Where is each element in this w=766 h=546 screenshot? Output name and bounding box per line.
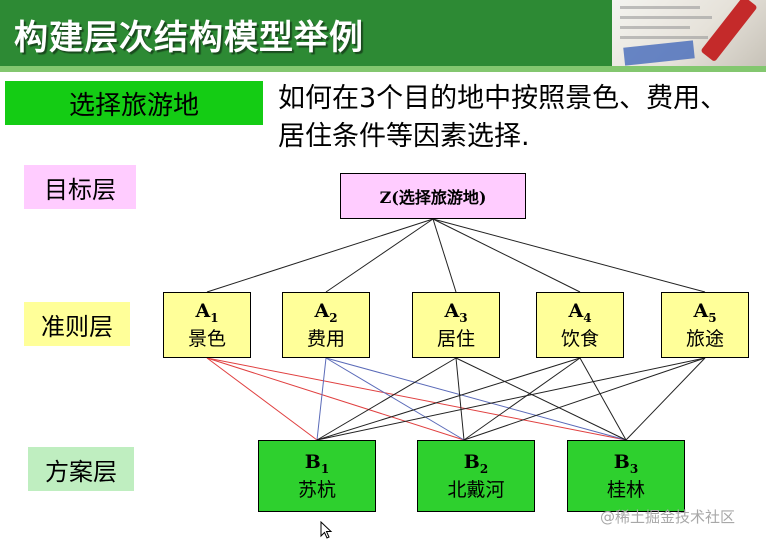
criterion-node-a3: A3 居住 [412,292,500,358]
criterion-name: 居住 [436,328,475,351]
question-text: 如何在3个目的地中按照景色、费用、居住条件等因素选择. [278,83,728,152]
alternative-code: B1 [304,450,330,476]
edge-a2-b1 [316,357,327,441]
alternative-node-b2: B2 北戴河 [417,440,535,512]
edge-goal-a5 [432,218,706,293]
edge-goal-a1 [206,218,434,293]
criterion-name: 景色 [187,328,226,351]
photo-text-line [620,36,708,39]
alternative-node-b1: B1 苏杭 [258,440,376,512]
alternative-name: 桂林 [606,479,645,502]
criterion-code: A1 [195,299,219,325]
edge-a5-b1 [316,357,706,441]
edge-a1-b3 [206,357,627,441]
edge-a1-b2 [206,357,465,441]
criterion-name: 费用 [306,328,345,351]
edge-a1-b1 [206,357,318,441]
criterion-node-a5: A5 旅途 [661,292,749,358]
edge-a5-b2 [463,357,706,441]
alternative-name: 苏杭 [297,479,336,502]
edge-a4-b1 [316,357,581,441]
goal-node: Z(选择旅游地) [340,173,526,219]
edge-a2-b3 [325,357,627,441]
edge-goal-a2 [325,218,434,293]
edge-goal-a4 [432,218,581,293]
edge-a2-b2 [325,357,465,441]
criterion-code: A2 [314,299,338,325]
criterion-node-a1: A1 景色 [163,292,251,358]
header-photo [612,0,766,66]
topic-label: 选择旅游地 [5,81,263,125]
title-bar: 构建层次结构模型举例 [0,0,766,66]
criterion-code: A5 [693,299,717,325]
watermark: @稀土掘金技术社区 [600,508,736,526]
edge-a3-b3 [455,357,627,441]
slide-title: 构建层次结构模型举例 [14,18,364,58]
edge-a4-b2 [463,357,581,441]
photo-text-line [620,6,700,9]
alternative-code: B2 [463,450,489,476]
mouse-cursor-icon [320,521,333,539]
photo-text-line [620,26,690,29]
criterion-code: A4 [568,299,592,325]
alternative-name: 北戴河 [447,479,505,502]
criteria-layer-label: 准则层 [24,302,130,346]
photo-text-line [620,16,712,19]
alternative-code: B3 [613,450,639,476]
edge-a5-b3 [625,357,706,441]
edge-goal-a3 [432,218,457,293]
alternative-layer-label: 方案层 [28,447,134,491]
criterion-node-a2: A2 费用 [282,292,370,358]
criterion-code: A3 [444,299,468,325]
header-divider [0,66,766,72]
criterion-name: 饮食 [560,328,599,351]
edge-a3-b1 [316,357,457,441]
edge-a3-b2 [455,357,465,441]
edge-a4-b3 [579,357,627,441]
criterion-name: 旅途 [685,328,724,351]
goal-layer-label: 目标层 [24,165,136,209]
criterion-node-a4: A4 饮食 [536,292,624,358]
alternative-node-b3: B3 桂林 [567,440,685,512]
goal-node-label: Z(选择旅游地) [379,188,487,207]
